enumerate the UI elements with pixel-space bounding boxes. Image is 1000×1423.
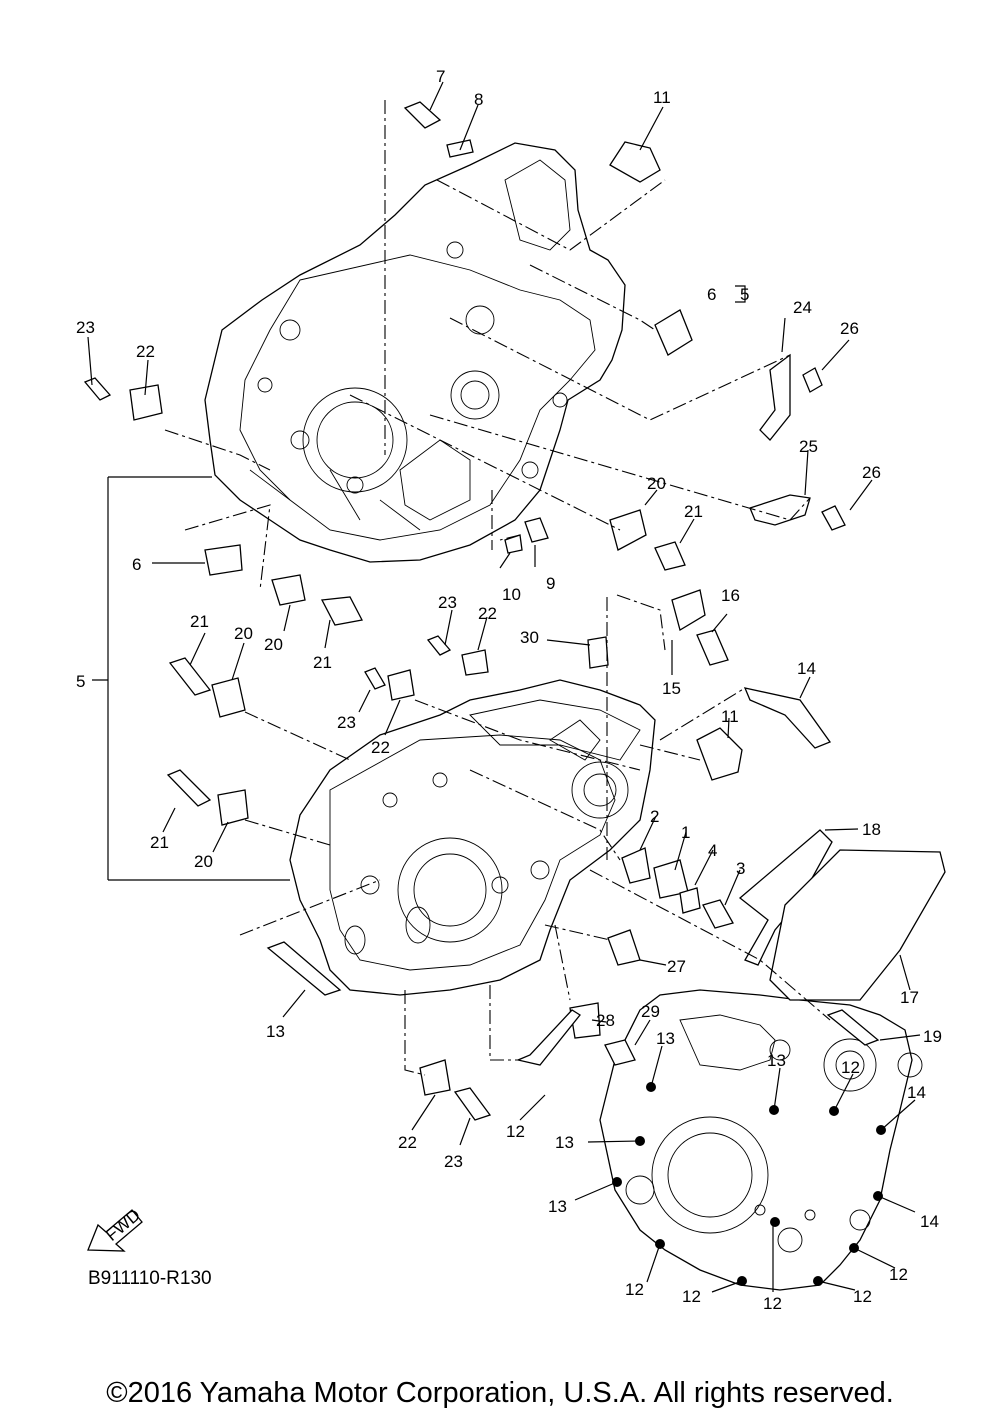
callout-label: 26 [862, 463, 881, 482]
callout-label: 14 [920, 1212, 939, 1231]
callout-label: 5 [76, 672, 85, 691]
callout-label: 12 [682, 1287, 701, 1306]
callout-label: 13 [548, 1197, 567, 1216]
callout-label: 29 [641, 1002, 660, 1021]
callout-label: 20 [647, 474, 666, 493]
crankcase-bolt-location-inset [599, 989, 923, 1291]
callout-label: 13 [555, 1133, 574, 1152]
fwd-arrow-icon: FWD [87, 1205, 144, 1252]
callout-label: 6 [132, 555, 141, 574]
callout-label: 23 [438, 593, 457, 612]
callout-label: 21 [150, 833, 169, 852]
callout-label: 24 [793, 298, 812, 317]
callout-label: 15 [662, 679, 681, 698]
leader-lines [87, 81, 921, 1293]
callout-label: 13 [767, 1051, 786, 1070]
callout-label: 23 [76, 318, 95, 337]
callout-label: 12 [506, 1122, 525, 1141]
copyright-notice: ©2016 Yamaha Motor Corporation, U.S.A. A… [106, 1377, 894, 1409]
callout-label: 22 [136, 342, 155, 361]
callout-label: 7 [436, 67, 445, 86]
callout-label: 20 [194, 852, 213, 871]
callout-label: 23 [337, 713, 356, 732]
callout-label: 25 [799, 437, 818, 456]
callout-label: 20 [264, 635, 283, 654]
callout-label: 12 [763, 1294, 782, 1313]
callout-label: 16 [721, 586, 740, 605]
callout-label: 12 [889, 1265, 908, 1284]
callout-label: 17 [900, 988, 919, 1007]
callout-label: 1 [681, 823, 690, 842]
callouts: 7 8 11 6 5 23 22 24 26 25 26 20 21 6 10 … [76, 67, 942, 1313]
callout-label: 14 [797, 659, 816, 678]
callout-label: 22 [478, 604, 497, 623]
callout-label: 3 [736, 859, 745, 878]
callout-label: 22 [398, 1133, 417, 1152]
callout-label: 22 [371, 738, 390, 757]
callout-label: 12 [853, 1287, 872, 1306]
callout-label: 12 [625, 1280, 644, 1299]
callout-label: 14 [907, 1083, 926, 1102]
callout-label: 30 [520, 628, 539, 647]
drawing-code: B911110-R130 [88, 1268, 212, 1289]
callout-label: 21 [313, 653, 332, 672]
callout-label: 21 [190, 612, 209, 631]
callout-label: 9 [546, 574, 555, 593]
callout-label: 20 [234, 624, 253, 643]
crankcase-left-upper [204, 142, 626, 563]
small-parts [83, 101, 946, 1121]
callout-label: 2 [650, 807, 659, 826]
callout-label: 13 [266, 1022, 285, 1041]
callout-label: 11 [653, 88, 671, 107]
callout-label: 28 [596, 1011, 615, 1030]
callout-label: 5 [740, 285, 749, 304]
callout-label: 26 [840, 319, 859, 338]
callout-label: 21 [684, 502, 703, 521]
callout-label: 13 [656, 1029, 675, 1048]
callout-label: 12 [841, 1058, 860, 1077]
callout-label: 10 [502, 585, 521, 604]
callout-label: 4 [708, 841, 717, 860]
callout-label: 18 [862, 820, 881, 839]
callout-label: 27 [667, 957, 686, 976]
callout-label: 19 [923, 1027, 942, 1046]
callout-label: 23 [444, 1152, 463, 1171]
crankcase-right-lower [289, 679, 656, 996]
callout-label: 6 [707, 285, 716, 304]
callout-label: 8 [474, 90, 483, 109]
callout-label: 11 [721, 707, 739, 726]
